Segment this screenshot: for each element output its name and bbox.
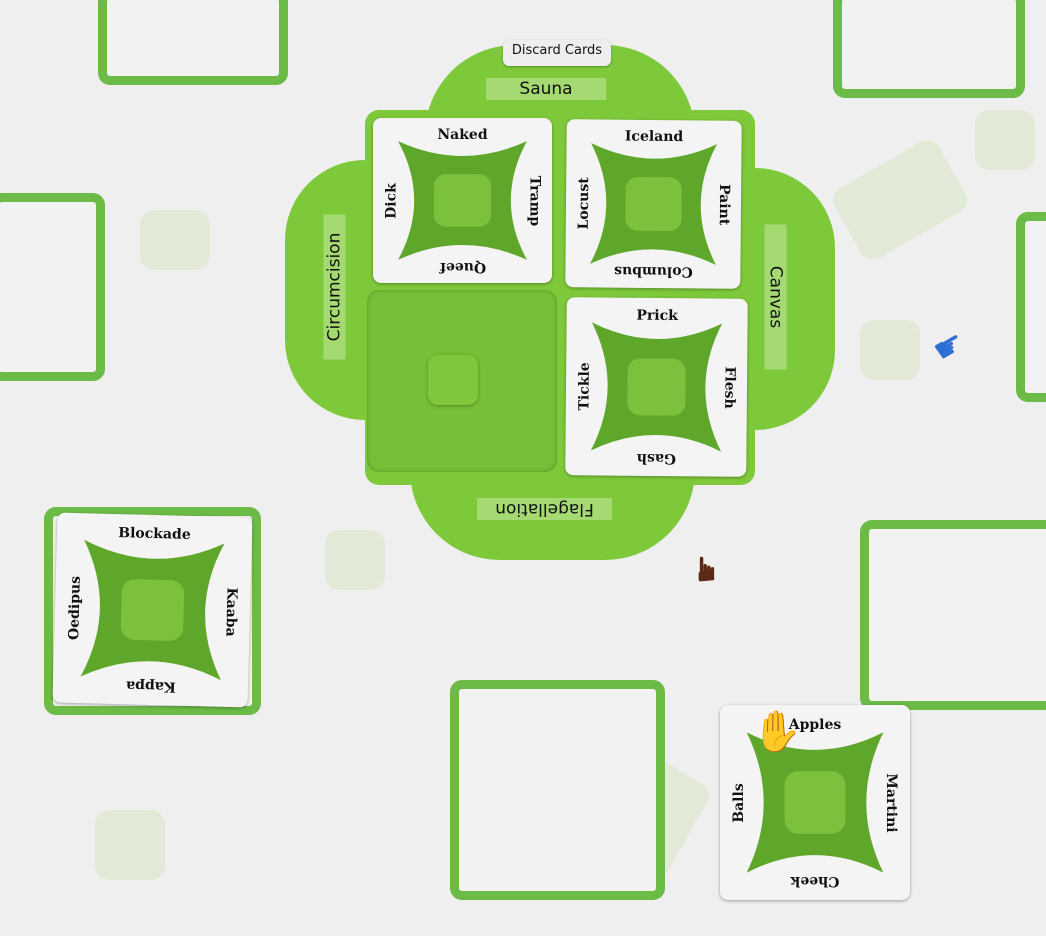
red-hand-cursor-icon: ✋ <box>752 709 802 755</box>
card-word-left: Tickle <box>575 362 593 411</box>
card-word-top: Iceland <box>624 128 684 146</box>
card-word-right: Flesh <box>720 366 738 409</box>
card-word-left: Locust <box>575 177 592 230</box>
card-word-top: Blockade <box>118 525 191 543</box>
card-star-art <box>590 322 723 452</box>
card-word-bottom: Queef <box>439 258 486 275</box>
card-word-top: Apples <box>788 716 842 733</box>
card-word-left: Dick <box>382 182 399 219</box>
card-star-art <box>398 141 527 260</box>
card-word-left: Oedipus <box>65 575 84 641</box>
discard-cards-button[interactable]: Discard Cards <box>503 40 611 66</box>
empty-card-slot[interactable] <box>1016 212 1046 402</box>
zone-label-top: Sauna <box>486 78 606 100</box>
card-word-right: Tramp <box>526 175 543 226</box>
card-word-top: Prick <box>636 307 678 324</box>
bg-shape <box>975 110 1035 170</box>
card-word-bottom: Columbus <box>613 262 693 280</box>
zone-label-bottom: Flagellation <box>477 498 612 520</box>
blue-hand-cursor-icon: ☛ <box>926 322 973 372</box>
empty-card-slot[interactable] <box>98 0 288 85</box>
card-word-top: Naked <box>437 126 488 143</box>
bg-shape <box>828 135 972 265</box>
bg-shape <box>325 530 385 590</box>
slot-marker <box>428 355 478 405</box>
card-word-right: Martini <box>883 772 899 833</box>
card-star-art <box>589 142 718 266</box>
brown-hand-cursor-icon: ☛ <box>687 553 728 585</box>
empty-board-slot[interactable] <box>367 290 557 472</box>
card-word-right: Kaaba <box>221 587 240 637</box>
card-word-left: Balls <box>731 782 747 823</box>
card-word-right: Paint <box>715 183 732 226</box>
bg-shape <box>95 810 165 880</box>
bg-shape <box>860 320 920 380</box>
card-word-bottom: Cheek <box>790 872 840 889</box>
zone-label-left: Circumcision <box>323 214 346 360</box>
empty-card-slot[interactable] <box>833 0 1025 98</box>
card-star-art <box>80 539 225 681</box>
empty-card-slot[interactable] <box>860 520 1046 710</box>
empty-card-slot[interactable] <box>0 193 105 381</box>
zone-label-right: Canvas <box>764 224 787 370</box>
bg-shape <box>140 210 210 270</box>
card-word-bottom: Gash <box>636 450 676 467</box>
card-word-bottom: Kappa <box>125 677 176 695</box>
card-star-art <box>746 732 884 873</box>
empty-card-slot[interactable] <box>450 680 665 900</box>
